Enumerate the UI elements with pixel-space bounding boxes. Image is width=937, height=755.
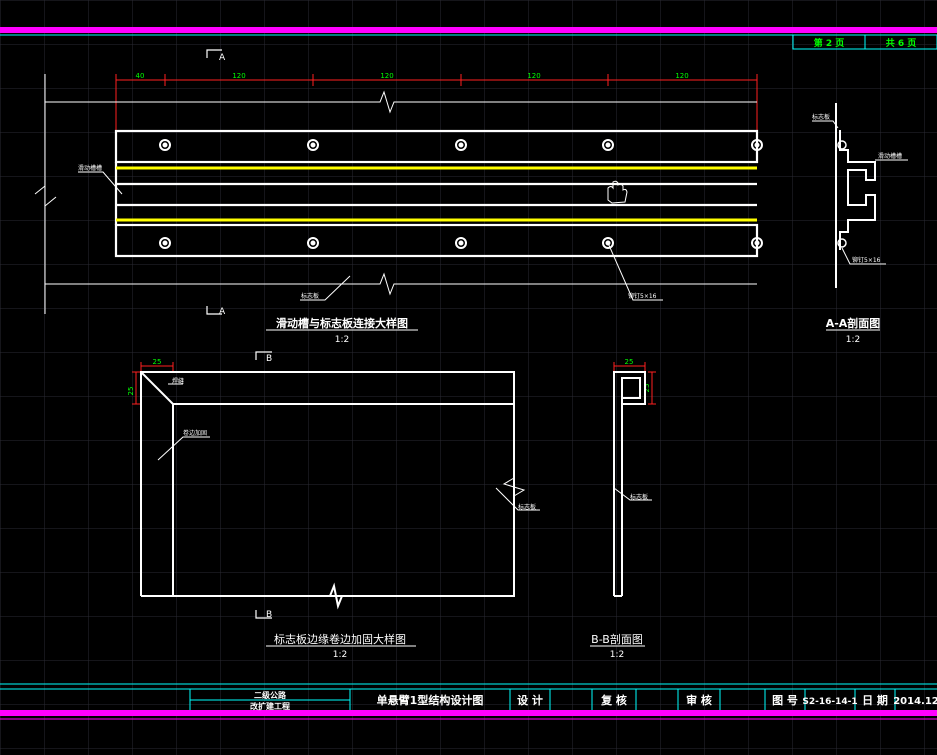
edge-plate-outline (140, 371, 515, 610)
leader-rivet (607, 242, 663, 301)
main-view: A A 40 120 120 120 120 (34, 49, 763, 345)
label-rivet: 铆钉5×16 (628, 292, 657, 300)
drawing-no: S2-16-14-1 (802, 697, 857, 707)
drawing-frame (0, 27, 937, 720)
aa-label-rivet: 铆钉5×16 (852, 256, 881, 264)
edge-detail-view: B B 25 25 焊缝 卷边加固 标志板 标志板边缘卷边加固大样图 1 (127, 351, 540, 660)
edge-scale: 1:2 (333, 650, 347, 660)
drawing-no-label: 图 号 (772, 694, 798, 707)
label-sign-plate: 标志板 (301, 292, 319, 300)
main-view-title: 滑动槽与标志板连接大样图 (276, 316, 408, 330)
edge-label-fold: 卷边加固 (183, 429, 207, 437)
section-bb-view: 25 25 标志板 B-B剖面图 1:2 (590, 358, 656, 660)
edge-dim-height: 25 (127, 387, 135, 396)
edge-title: 标志板边缘卷边加固大样图 (274, 632, 406, 646)
edge-leader-plate (495, 487, 540, 511)
edge-weld-diagonal (140, 371, 174, 405)
dim-120-a: 120 (232, 72, 245, 80)
aa-label-plate: 标志板 (812, 113, 830, 121)
section-aa-view: 标志板 滑动槽槽 铆钉5×16 A-A剖面图 1:2 (812, 103, 908, 345)
edge-leader-fold (157, 436, 210, 461)
section-b-label-top: B (266, 354, 272, 364)
section-b-label-bottom: B (266, 610, 272, 620)
aa-title: A-A剖面图 (826, 316, 881, 330)
bb-dim-width: 25 (625, 358, 634, 366)
drawing-title: 单悬臂1型结构设计图 (377, 693, 484, 707)
dim-120-b: 120 (380, 72, 393, 80)
bb-title: B-B剖面图 (591, 632, 643, 646)
page-total: 共 6 页 (886, 37, 917, 49)
section-a-label-bottom: A (219, 307, 226, 317)
leader-slide-channel (78, 171, 123, 195)
hand-cursor-icon (607, 180, 628, 204)
bb-dim-height: 25 (643, 384, 651, 393)
dim-120-d: 120 (675, 72, 688, 80)
edge-dim-width: 25 (153, 358, 162, 366)
aa-leader-plate (812, 120, 839, 129)
top-break-line (45, 90, 757, 114)
aa-scale: 1:2 (846, 335, 860, 345)
bb-profile (613, 371, 646, 596)
aa-leader-rivet (841, 247, 886, 265)
edge-label-plate: 标志板 (518, 503, 536, 511)
page-counter: 第 2 页 共 6 页 (792, 34, 937, 50)
leader-sign-plate (300, 275, 351, 301)
bottom-border (0, 710, 937, 716)
check-label: 复 核 (600, 693, 627, 707)
review-label: 审 核 (686, 693, 712, 707)
project-line2: 改扩建工程 (250, 701, 290, 711)
bottom-break-line (45, 272, 757, 296)
section-mark-a-bottom (206, 306, 222, 315)
date-label: 日 期 (862, 693, 888, 707)
top-border (0, 27, 937, 33)
dimension-values: 40 120 120 120 120 (136, 72, 689, 80)
bb-dimensions (613, 362, 656, 405)
section-a-label-top: A (219, 53, 226, 63)
date-value: 2014.12 (893, 696, 937, 707)
title-block: 二级公路 改扩建工程 单悬臂1型结构设计图 设 计 复 核 审 核 图 号 S2… (0, 688, 937, 711)
dim-120-c: 120 (527, 72, 540, 80)
section-mark-a-top (206, 49, 222, 58)
dim-40: 40 (136, 72, 145, 80)
aa-label-channel: 滑动槽槽 (878, 152, 902, 160)
edge-label-weld: 焊缝 (172, 377, 184, 385)
page-number: 第 2 页 (814, 37, 845, 49)
label-slide-channel: 滑动槽槽 (78, 164, 102, 172)
project-line1: 二级公路 (254, 690, 287, 700)
aa-channel-profile (839, 130, 876, 250)
design-label: 设 计 (517, 693, 543, 707)
rivets-top (159, 139, 763, 151)
bb-leader-plate (613, 487, 652, 501)
main-view-scale: 1:2 (335, 335, 349, 345)
bb-label-plate: 标志板 (630, 493, 648, 501)
rivets-bottom (159, 237, 763, 249)
bb-scale: 1:2 (610, 650, 624, 660)
left-break-line (34, 74, 57, 314)
